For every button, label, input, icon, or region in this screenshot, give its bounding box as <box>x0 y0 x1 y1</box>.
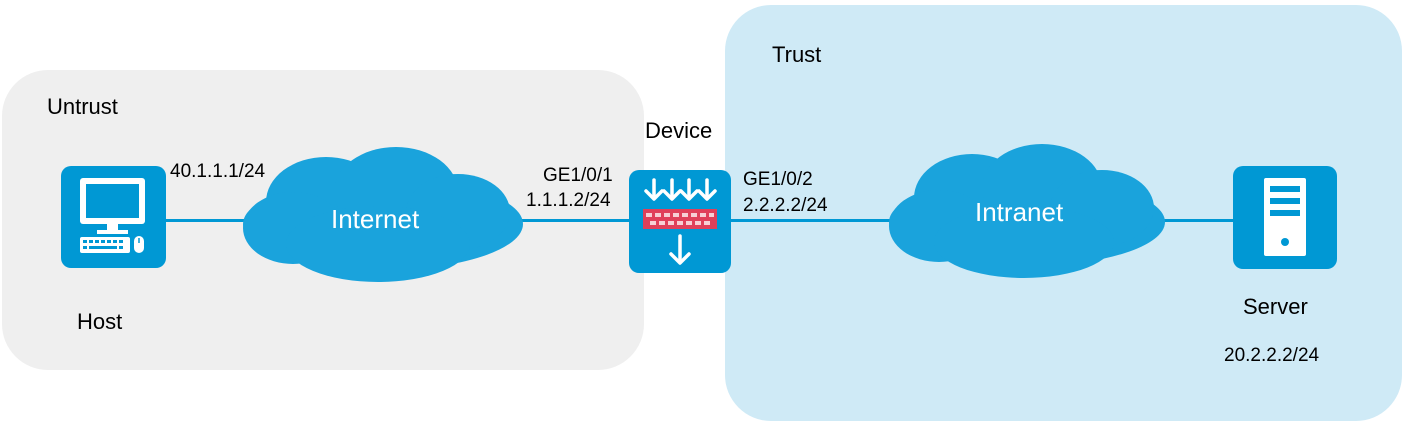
trust-zone-label: Trust <box>772 42 822 67</box>
link-device-intranet <box>730 219 890 222</box>
host-label: Host <box>77 309 123 334</box>
port2-ip: 2.2.2.2/24 <box>743 195 828 216</box>
server-label: Server <box>1243 294 1308 319</box>
link-intranet-server <box>1163 219 1235 222</box>
firewall-icon[interactable] <box>629 170 731 273</box>
intranet-cloud-icon <box>889 144 1165 278</box>
link-host-internet <box>165 219 245 222</box>
port1-ip: 1.1.1.2/24 <box>526 190 611 211</box>
port1-name: GE1/0/1 <box>543 165 613 186</box>
device-label: Device <box>645 118 713 143</box>
computer-icon[interactable] <box>61 166 166 268</box>
untrust-zone-label: Untrust <box>47 94 118 119</box>
port2-name: GE1/0/2 <box>743 169 813 190</box>
host-ip: 40.1.1.1/24 <box>170 161 266 182</box>
intranet-label: Intranet <box>975 197 1064 227</box>
server-ip: 20.2.2.2/24 <box>1224 345 1320 366</box>
internet-label: Internet <box>331 204 420 234</box>
link-internet-device <box>520 219 632 222</box>
internet-cloud-icon <box>243 147 523 282</box>
server-icon[interactable] <box>1233 166 1337 269</box>
